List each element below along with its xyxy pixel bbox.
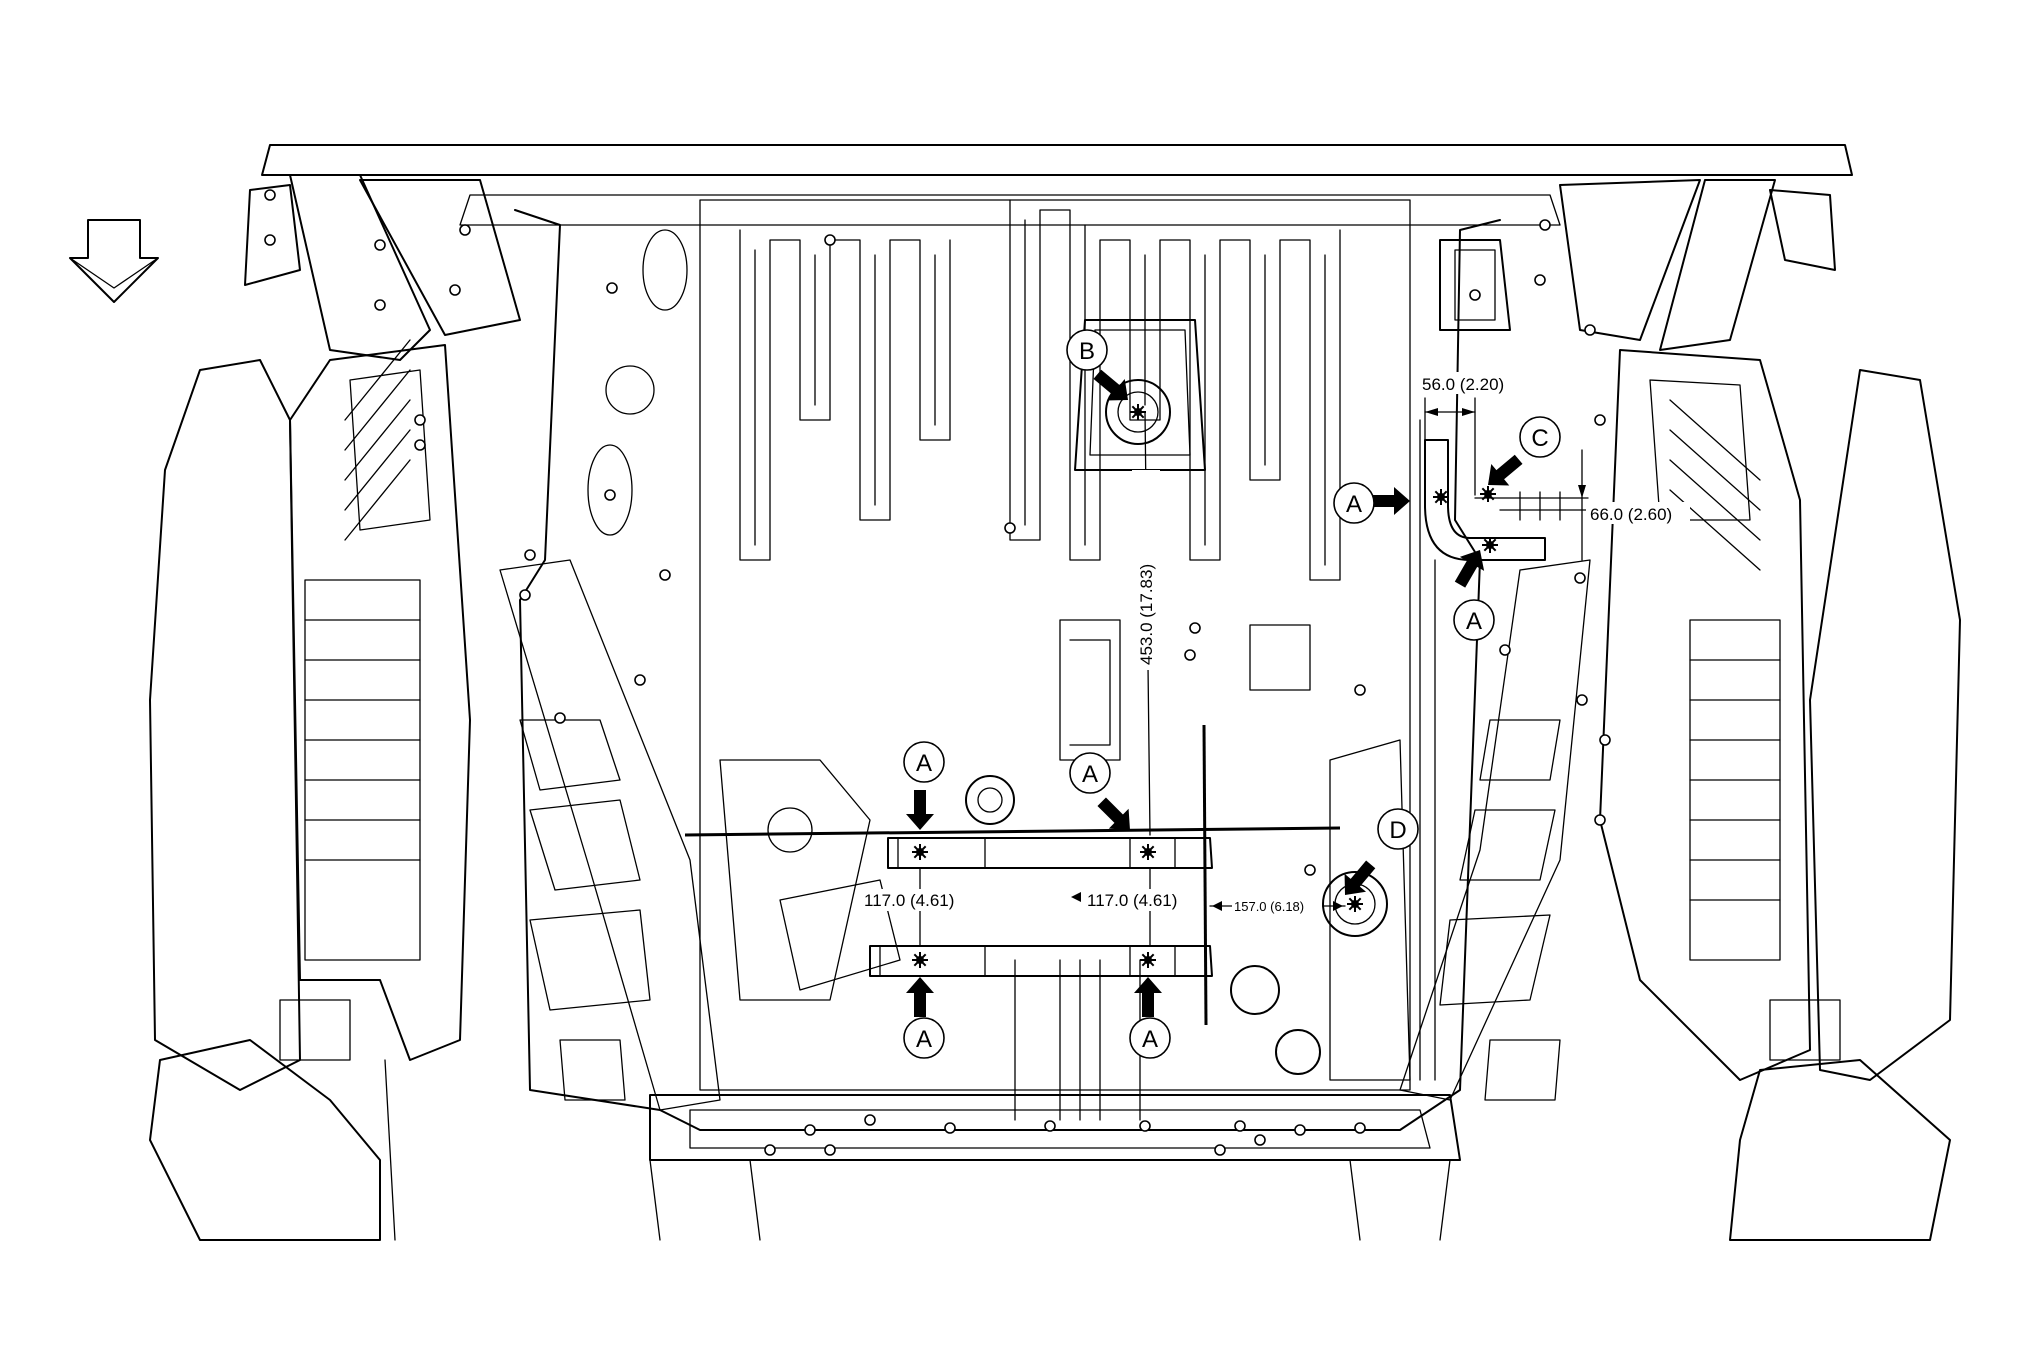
body-hole (606, 282, 618, 294)
body-hole (1354, 1122, 1366, 1134)
body-hole (1184, 649, 1196, 661)
body-hole (944, 1122, 956, 1134)
pointer-arrow-icon (1134, 977, 1162, 1017)
pointer-arrow-icon (906, 790, 934, 830)
spot-weld-icon (1347, 896, 1363, 912)
dimension-rail-left: 117.0 (4.61) (864, 891, 954, 910)
callout-d-label: D (1389, 817, 1406, 844)
body-hole (1139, 1120, 1151, 1132)
dimension-rail-right: 117.0 (4.61) (1087, 891, 1177, 910)
body-hole (1594, 814, 1606, 826)
pointer-arrow-icon (1344, 860, 1376, 895)
spot-weld-icon (1482, 537, 1498, 553)
body-structure (149, 144, 1961, 1241)
callout-c: C (1519, 416, 1561, 458)
body-hole (1599, 734, 1611, 746)
callout-b: B (1066, 329, 1108, 371)
body-hole (824, 234, 836, 246)
body-hole (519, 589, 531, 601)
pointer-arrow-icon (1370, 487, 1410, 515)
body-hole (414, 414, 426, 426)
body-hole (1499, 644, 1511, 656)
body-hole (554, 712, 566, 724)
body-hole (634, 674, 646, 686)
spot-welds (912, 404, 1498, 968)
spot-weld-icon (1140, 844, 1156, 860)
body-hole (1304, 864, 1316, 876)
callout-a-bottom-left: A (903, 1017, 945, 1059)
body-hole (659, 569, 671, 581)
body-hole (1574, 572, 1586, 584)
body-hole (1469, 289, 1481, 301)
body-hole (1584, 324, 1596, 336)
body-hole (414, 439, 426, 451)
callout-a-label: A (1082, 761, 1098, 788)
body-hole (764, 1144, 776, 1156)
dimension-d-offset: 157.0 (6.18) (1234, 899, 1304, 914)
spot-weld-icon (1433, 489, 1449, 505)
callout-a-top-left: A (903, 741, 945, 783)
spot-weld-icon (1140, 952, 1156, 968)
spot-weld-icon (912, 844, 928, 860)
body-hole (1539, 219, 1551, 231)
callout-a-label: A (916, 750, 932, 777)
dimension-front-vertical: 453.0 (17.83) (1137, 564, 1156, 665)
front-direction-arrow-icon (69, 219, 159, 303)
callouts: B C D A A A A A (903, 329, 1561, 1059)
body-hole (264, 234, 276, 246)
dimension-labels: 453.0 (17.83) 56.0 (2.20) 66.0 (2.60) 11… (860, 372, 1690, 916)
callout-a-label: A (1466, 608, 1482, 635)
callout-a-label: A (1142, 1026, 1158, 1053)
body-hole (1534, 274, 1546, 286)
body-hole (804, 1124, 816, 1136)
callout-a-top-center: A (1069, 752, 1111, 794)
pointer-arrow-icon (1454, 550, 1485, 588)
body-hole (1594, 414, 1606, 426)
spot-weld-icon (1130, 404, 1146, 420)
callout-a-right-lower: A (1453, 599, 1495, 641)
callout-d: D (1377, 808, 1419, 850)
spot-weld-icon (912, 952, 928, 968)
body-hole (449, 284, 461, 296)
body-hole (1214, 1144, 1226, 1156)
pointer-arrow-icon (1093, 369, 1128, 401)
body-hole (374, 299, 386, 311)
callout-c-label: C (1531, 425, 1548, 452)
pointer-arrows (906, 369, 1523, 1017)
body-hole (1004, 522, 1016, 534)
callout-b-label: B (1079, 338, 1095, 365)
callout-a-label: A (1346, 491, 1362, 518)
body-hole (1576, 694, 1588, 706)
pointer-arrow-icon (906, 977, 934, 1017)
body-hole (459, 224, 471, 236)
body-hole (824, 1144, 836, 1156)
body-hole (524, 549, 536, 561)
callout-a-label: A (916, 1026, 932, 1053)
body-hole (1254, 1134, 1266, 1146)
body-hole (264, 189, 276, 201)
pointer-arrow-icon (1097, 797, 1130, 830)
body-hole (1354, 684, 1366, 696)
pointer-arrow-icon (1488, 454, 1523, 486)
dimension-c-horizontal: 56.0 (2.20) (1422, 375, 1504, 394)
callout-a-right-upper: A (1333, 482, 1375, 524)
callout-a-bottom-right: A (1129, 1017, 1171, 1059)
body-hole (864, 1114, 876, 1126)
dimension-c-vertical: 66.0 (2.60) (1590, 505, 1672, 524)
body-holes (264, 189, 1611, 1156)
body-hole (374, 239, 386, 251)
spot-weld-icon (1480, 486, 1496, 502)
body-hole (1044, 1120, 1056, 1132)
body-hole (1234, 1120, 1246, 1132)
body-hole (1294, 1124, 1306, 1136)
body-hole (1189, 622, 1201, 634)
